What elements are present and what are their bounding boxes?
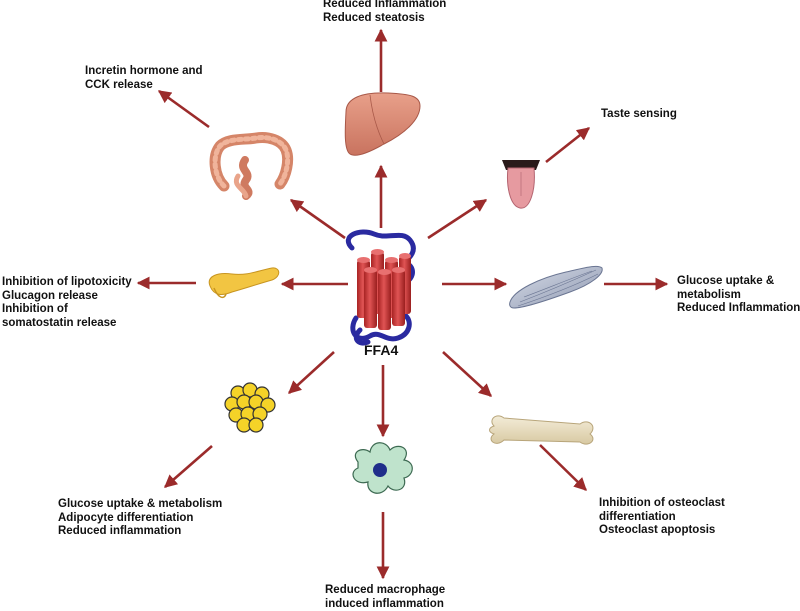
center-label-ffa4: FFA4 xyxy=(364,342,398,358)
label-tongue-effects: Taste sensing xyxy=(601,108,677,122)
arrow-to-bone xyxy=(443,352,491,396)
label-line: Reduced macrophage xyxy=(325,584,445,598)
label-line: Osteoclast apoptosis xyxy=(599,524,725,538)
pancreas-icon xyxy=(209,268,279,297)
label-macrophage-effects: Reduced macrophage induced inflammation xyxy=(325,584,445,611)
label-line: Taste sensing xyxy=(601,108,677,122)
liver-icon xyxy=(345,93,420,155)
label-intestine-effects: Incretin hormone and CCK release xyxy=(85,65,203,92)
arrow-from-bone xyxy=(540,445,586,490)
adipocyte-cluster-icon xyxy=(225,383,275,432)
intestine-icon xyxy=(215,138,288,197)
arrow-to-adipocyte xyxy=(289,352,334,393)
muscle-icon xyxy=(510,266,603,308)
arrow-to-intestine xyxy=(291,200,345,238)
label-line: Inhibition of lipotoxicity xyxy=(2,276,132,290)
label-line: Reduced Inflammation xyxy=(323,0,446,12)
label-liver-effects: Reduced Inflammation Reduced steatosis xyxy=(323,0,446,25)
label-line: Incretin hormone and xyxy=(85,65,203,79)
label-line: Adipocyte differentiation xyxy=(58,512,222,526)
label-line: CCK release xyxy=(85,79,203,93)
label-line: metabolism xyxy=(677,289,800,303)
label-line: Glucagon release xyxy=(2,290,132,304)
label-line: Glucose uptake & metabolism xyxy=(58,498,222,512)
arrow-to-tongue xyxy=(428,200,486,238)
tongue-icon xyxy=(502,160,540,208)
label-line: Reduced steatosis xyxy=(323,12,446,26)
label-line: Inhibition of xyxy=(2,303,132,317)
label-line: Inhibition of osteoclast xyxy=(599,497,725,511)
label-line: Reduced inflammation xyxy=(58,525,222,539)
arrow-from-adipocyte xyxy=(165,446,212,487)
label-line: somatostatin release xyxy=(2,317,132,331)
ffa4-receptor-icon xyxy=(348,232,413,343)
label-muscle-effects: Glucose uptake & metabolism Reduced Infl… xyxy=(677,275,800,316)
label-pancreas-effects: Inhibition of lipotoxicity Glucagon rele… xyxy=(2,276,132,330)
label-adipocyte-effects: Glucose uptake & metabolism Adipocyte di… xyxy=(58,498,222,539)
label-line: Glucose uptake & xyxy=(677,275,800,289)
arrow-from-intestine xyxy=(159,91,209,127)
label-line: Reduced Inflammation xyxy=(677,302,800,316)
bone-icon xyxy=(490,416,593,444)
arrow-from-tongue xyxy=(546,128,589,162)
label-bone-effects: Inhibition of osteoclast differentiation… xyxy=(599,497,725,538)
label-line: differentiation xyxy=(599,511,725,525)
macrophage-icon xyxy=(353,443,412,494)
